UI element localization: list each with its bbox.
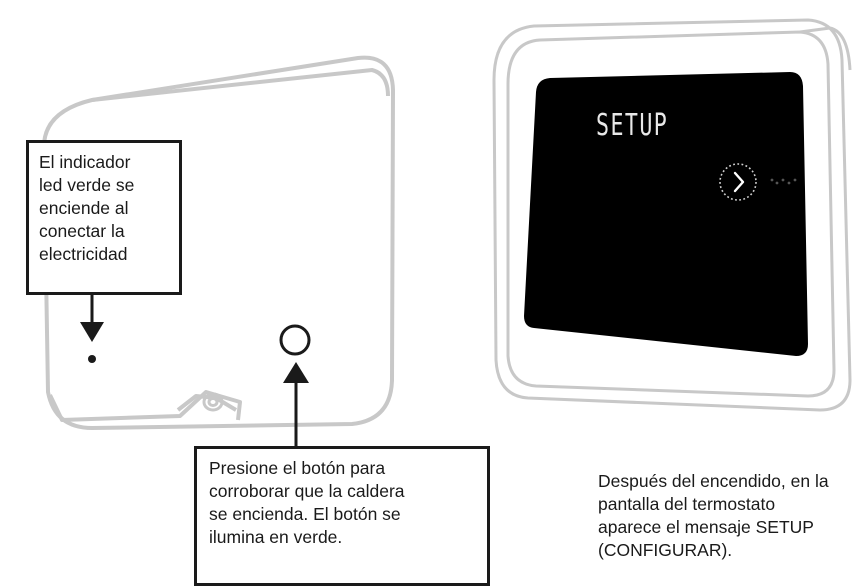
button-callout-line: Presione el botón para [209,458,386,478]
caption-line: Después del encendido, en la [598,471,829,491]
diagram-artwork [41,18,852,446]
led-callout-line: led verde se [39,175,135,195]
button-arrow [283,362,309,446]
button-callout-line: corroborar que la caldera [209,481,405,501]
led-callout-line: electricidad [39,244,128,264]
chevron-right-icon [719,163,757,201]
thermostat-screen [524,72,808,356]
caption-line: pantalla del termostato [598,494,776,514]
thermostat-caption: Después del encendido, en la pantalla de… [598,470,865,562]
page-indicator-dots [770,178,797,185]
led-callout-line: El indicador [39,152,131,172]
wall-plate [41,55,395,430]
led-indicator-callout: El indicador led verde se enciende al co… [26,140,182,295]
wall-plate-clip [202,392,224,412]
led-arrow [80,295,104,342]
led-callout-line: enciende al [39,198,129,218]
caption-line: aparece el mensaje SETUP [598,517,814,537]
screen-setup-text: SETUP [596,108,669,143]
caption-line: (CONFIGURAR). [598,540,733,560]
led-indicator [88,355,96,363]
test-button [279,324,311,356]
button-callout: Presione el botón para corroborar que la… [194,446,490,586]
button-callout-line: ilumina en verde. [209,527,343,547]
button-callout-line: se encienda. El botón se [209,504,401,524]
led-callout-line: conectar la [39,221,125,241]
thermostat-body [492,18,852,412]
